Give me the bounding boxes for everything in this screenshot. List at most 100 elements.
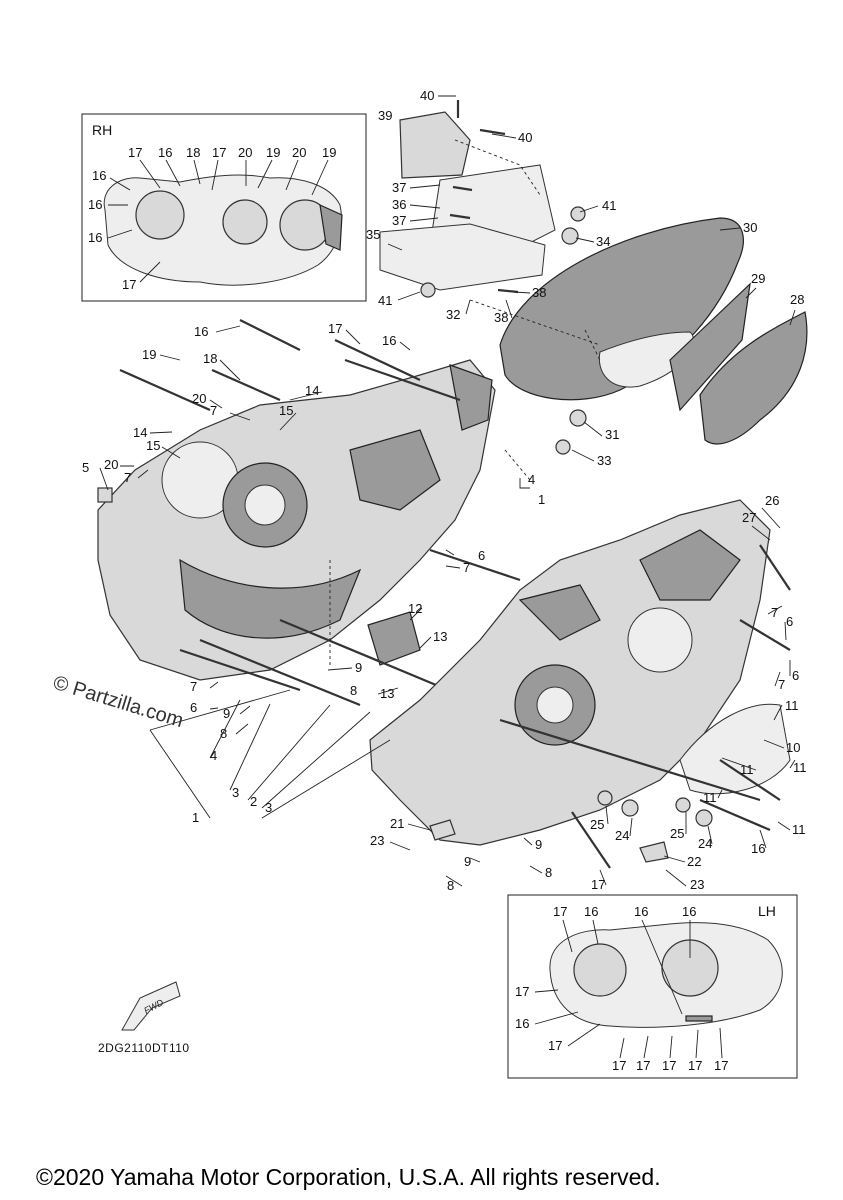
callout: 16: [751, 841, 765, 856]
crankcase-rh-rear-boss: [349, 429, 441, 511]
callout: 31: [605, 427, 619, 442]
inset-lh-callout: 17: [548, 1038, 562, 1053]
callout: 8: [220, 726, 227, 741]
crankcase-lh: [369, 499, 791, 869]
callout: 23: [690, 877, 704, 892]
damper-24a: [621, 799, 639, 817]
callout: 20: [192, 391, 206, 406]
damper-24b: [695, 809, 713, 827]
callout: 17: [591, 877, 605, 892]
callout: 11: [740, 762, 754, 777]
inset-rh-callout: 16: [88, 197, 102, 212]
callout: 39: [378, 108, 392, 123]
callout: 8: [447, 878, 454, 893]
inset-rh-frame: [81, 113, 367, 302]
callout: 9: [355, 660, 362, 675]
callout: 13: [380, 686, 394, 701]
crankcase-bolts: [119, 319, 531, 722]
assembly-dashed-guides: [454, 139, 601, 361]
callout: 10: [786, 740, 800, 755]
callout: 4: [210, 748, 217, 763]
inset-lh-callout: 17: [662, 1058, 676, 1073]
cover-28: [699, 311, 808, 445]
callout: 13: [433, 629, 447, 644]
nut-41b: [420, 282, 436, 298]
callout: 1: [192, 810, 199, 825]
bracket-39: [399, 111, 471, 179]
crankcase-lh-bolts: [499, 544, 791, 869]
leaders-main: [99, 95, 796, 887]
callout: 33: [597, 453, 611, 468]
inset-rh-callout: 19: [322, 145, 336, 160]
callout: 3: [232, 785, 239, 800]
callout: 9: [464, 854, 471, 869]
inset-rh-callout: 18: [186, 145, 200, 160]
callout: 7: [778, 677, 785, 692]
callout: 24: [615, 828, 629, 843]
inset-lh-bore-front: [573, 943, 627, 997]
callout: 1: [538, 492, 545, 507]
inset-rh-bore-front: [135, 190, 185, 240]
fwd-indicator: FWD: [121, 981, 181, 1031]
callout: 25: [670, 826, 684, 841]
callout: 7: [124, 470, 131, 485]
inset-rh-callout: 16: [92, 168, 106, 183]
inset-lh-callout: 17: [688, 1058, 702, 1073]
callout: 29: [751, 271, 765, 286]
callout: 6: [792, 668, 799, 683]
callout: 7: [210, 403, 217, 418]
inset-lh-callout: 17: [714, 1058, 728, 1073]
inset-rh-title: RH: [92, 122, 112, 138]
callout: 34: [596, 234, 610, 249]
callout: 15: [279, 403, 293, 418]
callout: 17: [328, 321, 342, 336]
cover-assembly: [379, 100, 808, 455]
callout: 7: [771, 605, 778, 620]
callout: 6: [478, 548, 485, 563]
inset-lh-leaders: [534, 919, 723, 1059]
callout: 14: [133, 425, 147, 440]
emblem-29: [669, 282, 751, 412]
mount-plate-35: [379, 223, 546, 291]
crankcase-lh-upper-web: [639, 529, 741, 601]
callout: 15: [146, 438, 160, 453]
inset-rh-callout: 20: [292, 145, 306, 160]
callout: 20: [104, 457, 118, 472]
assembly-bolts: [449, 100, 519, 294]
collar-25a: [597, 790, 613, 806]
callout: 3: [265, 800, 272, 815]
grommet-31: [569, 409, 587, 427]
callout: 41: [378, 293, 392, 308]
collar-34: [561, 227, 579, 245]
callout: 4: [528, 472, 535, 487]
inset-lh-frame: [507, 894, 798, 1079]
crankcase-rh-lower-web: [179, 558, 362, 639]
callout: 30: [743, 220, 757, 235]
callout: 38: [494, 310, 508, 325]
through-bolts-upper: [119, 319, 461, 412]
callout: 18: [203, 351, 217, 366]
callout: 36: [392, 197, 406, 212]
crankcase-rh: [97, 359, 496, 681]
callout: 5: [82, 460, 89, 475]
callout: 6: [786, 614, 793, 629]
callout: 22: [687, 854, 701, 869]
callout: 32: [446, 307, 460, 322]
copyright-notice: ©2020 Yamaha Motor Corporation, U.S.A. A…: [36, 1164, 661, 1190]
through-bolts-lower: [179, 548, 521, 722]
crankcase-lh-bore-center: [536, 686, 574, 724]
inset-lh-callout: 16: [515, 1016, 529, 1031]
callout: 40: [518, 130, 532, 145]
inset-rh: RH 17 16 18 17 20 19 20 19 16 16 16 17: [81, 113, 367, 302]
inset-lh-strip: [685, 1015, 713, 1022]
strainer-12: [367, 611, 421, 666]
inset-lh-callout: 17: [612, 1058, 626, 1073]
callout: 21: [390, 816, 404, 831]
inset-lh-callout: 16: [584, 904, 598, 919]
callout: 37: [392, 213, 406, 228]
inset-rh-leaders: [107, 159, 329, 283]
watermark: © Partzilla.com: [51, 672, 186, 732]
callout: 11: [703, 790, 717, 805]
callout: 7: [463, 560, 470, 575]
